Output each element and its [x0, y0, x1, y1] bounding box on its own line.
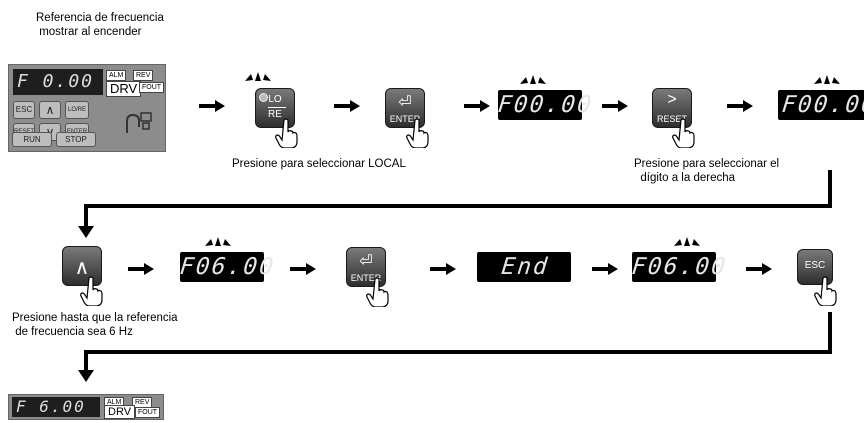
enter-label: ENTER — [389, 114, 421, 124]
final-panel: F 6.00 ALM REV DRV FOUT — [8, 394, 164, 420]
intro-caption-line1: Referencia de frecuencia — [36, 12, 164, 24]
finger-press-icon — [80, 276, 104, 306]
lo-re-key[interactable]: LO/RE — [65, 101, 89, 119]
reset-label: RESET — [656, 114, 687, 124]
display-value: F06.00 — [178, 254, 277, 280]
up-key[interactable]: ∧ — [39, 101, 61, 119]
display-f06-00-confirmed: F06.00 — [630, 252, 729, 282]
caption-press-until-line1: Presione hasta que la referencia — [12, 312, 178, 324]
fout-indicator: FOUT — [139, 82, 165, 93]
panel-lcd: F 0.00 — [13, 69, 103, 95]
finger-press-icon — [275, 118, 299, 148]
panel-display-value: F 0.00 — [17, 71, 95, 92]
flow-connector — [78, 170, 832, 238]
drv-indicator: DRV — [106, 81, 142, 97]
comm-port-icon — [126, 112, 152, 133]
caption-select-digit-line2: dígito a la derecha — [634, 172, 736, 184]
display-value: F00.00 — [780, 92, 864, 118]
display-value: End — [500, 254, 551, 280]
blink-indicator — [672, 237, 702, 247]
flow-arrow — [464, 100, 490, 112]
flow-arrow — [430, 263, 456, 275]
final-display-value: F 6.00 — [16, 397, 86, 416]
flow-arrow — [290, 263, 316, 275]
flow-arrow — [128, 263, 154, 275]
finger-press-icon — [672, 118, 696, 148]
esc-label: ESC — [804, 260, 826, 271]
finger-press-icon — [406, 118, 430, 148]
lo-re-divider — [268, 107, 286, 108]
up-arrow-icon: ∧ — [74, 257, 90, 279]
display-value: F06.00 — [630, 254, 729, 280]
alm-indicator: ALM — [106, 70, 127, 81]
caption-press-until-line2: de frecuencia sea 6 Hz — [12, 326, 133, 338]
right-arrow-icon: > — [667, 91, 677, 108]
display-f06-00: F06.00 — [178, 252, 277, 282]
blink-indicator — [203, 237, 233, 247]
re-label: RE — [268, 109, 282, 120]
flow-arrow — [746, 263, 772, 275]
enter-label: ENTER — [350, 273, 382, 283]
blink-indicator — [812, 75, 842, 85]
run-key[interactable]: RUN — [12, 132, 52, 147]
lo-re-button[interactable]: LO RE — [255, 88, 295, 128]
final-lcd: F 6.00 — [12, 397, 100, 417]
blink-indicator — [518, 75, 548, 85]
flow-arrow — [602, 100, 628, 112]
display-value: F00.00 — [496, 92, 595, 118]
caption-select-digit-line1: Presione para seleccionar el — [634, 158, 780, 170]
finger-press-icon — [366, 277, 390, 307]
rev-indicator: REV — [133, 70, 154, 81]
flow-arrow — [334, 100, 360, 112]
drv-indicator: DRV — [104, 405, 136, 419]
finger-press-icon — [814, 276, 838, 306]
flow-connector — [78, 312, 832, 382]
flow-arrow — [199, 100, 225, 112]
led-icon — [259, 93, 268, 102]
display-f00-00: F00.00 — [496, 90, 595, 120]
lo-label: LO — [268, 94, 282, 105]
flow-arrow — [727, 100, 753, 112]
stop-key[interactable]: STOP — [56, 132, 96, 147]
blink-indicator — [243, 72, 273, 82]
up-button[interactable]: ∧ — [62, 246, 102, 286]
display-f00-00-right-digit: F00.00 — [778, 90, 864, 120]
enter-arrow-icon: ⏎ — [359, 253, 373, 270]
intro-caption-line2: mostrar al encender — [36, 26, 142, 38]
esc-key[interactable]: ESC — [13, 101, 35, 119]
fout-indicator: FOUT — [135, 407, 161, 418]
flow-arrow — [592, 263, 618, 275]
caption-select-local: Presione para seleccionar LOCAL — [232, 158, 406, 170]
enter-arrow-icon: ⏎ — [398, 94, 412, 111]
display-end: End — [477, 252, 571, 282]
